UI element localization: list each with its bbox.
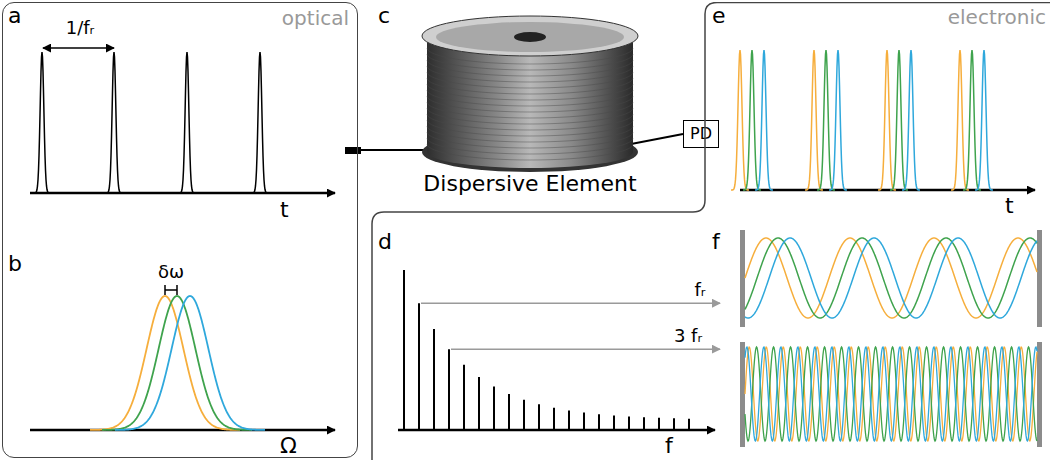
- rf-comb-line: [568, 410, 570, 430]
- electrical-pulse: [890, 50, 908, 190]
- node-label: PD: [690, 125, 712, 143]
- electrical-pulse: [829, 50, 847, 190]
- rf-comb-line: [553, 408, 555, 430]
- harmonic-arrow: [421, 302, 720, 304]
- harmonic-arrow: [451, 348, 720, 350]
- electrical-pulse: [805, 50, 823, 190]
- optical-panel: optical: [2, 2, 358, 458]
- fiber-winding: [427, 132, 633, 148]
- window-bar: [1037, 342, 1042, 447]
- axis-label: t: [280, 198, 289, 222]
- frequency-axis: [398, 429, 715, 432]
- node-label: electronic: [948, 6, 1046, 28]
- rf-comb-line: [673, 418, 675, 430]
- rf-comb-line: [658, 418, 660, 430]
- rf-comb-line: [448, 349, 450, 430]
- harmonic-wave: [745, 347, 1037, 441]
- harmonic-wave: [745, 347, 1037, 441]
- electrical-pulse: [975, 50, 993, 190]
- fiber-winding: [427, 72, 633, 88]
- delta-bracket: [165, 285, 177, 295]
- electrical-pulse: [878, 50, 896, 190]
- fiber-winding: [427, 108, 633, 124]
- period-arrow: [43, 47, 114, 49]
- rf-comb-line: [403, 270, 405, 430]
- period-label: 1/fᵣ: [66, 18, 95, 38]
- optical-pulse: [33, 52, 51, 193]
- electrical-pulse: [731, 50, 749, 190]
- fiber-winding: [427, 102, 633, 118]
- harmonic-label: fᵣ: [695, 280, 706, 300]
- panel-outline: [370, 2, 1050, 460]
- panel-letter: d: [378, 230, 392, 254]
- rf-comb-line: [508, 394, 510, 430]
- fiber-winding: [427, 66, 633, 82]
- window-bar: [1037, 230, 1042, 327]
- frequency-axis: [30, 429, 335, 432]
- fiber-winding: [427, 78, 633, 94]
- fiber-winding: [427, 120, 633, 136]
- rf-comb-line: [463, 365, 465, 430]
- fiber-winding: [427, 96, 633, 112]
- optical-pulse: [178, 52, 196, 193]
- photodiode-box: PD: [683, 120, 719, 148]
- node-label: optical: [282, 7, 349, 29]
- rf-comb-line: [493, 387, 495, 430]
- fiber-connector: [345, 147, 361, 154]
- rf-comb-line: [628, 416, 630, 430]
- component-label: Dispersive Element: [423, 172, 636, 196]
- panel-letter: a: [8, 4, 21, 28]
- bandwidth-label: δω: [158, 262, 184, 282]
- rf-comb-line: [433, 329, 435, 430]
- rf-comb-line: [613, 415, 615, 430]
- rf-comb-line: [538, 404, 540, 430]
- optical-pulse: [251, 52, 269, 193]
- electronic-panel: electronic: [370, 2, 1050, 460]
- panel-letter: f: [712, 230, 720, 254]
- electrical-pulse: [902, 50, 920, 190]
- pulse-spectrum: [115, 296, 265, 430]
- fiber-spool: [422, 16, 638, 172]
- fiber-winding: [427, 114, 633, 130]
- rf-comb-line: [523, 400, 525, 430]
- electrical-pulse: [755, 50, 773, 190]
- harmonic-wave: [745, 347, 1037, 441]
- electrical-pulse: [743, 50, 761, 190]
- fiber-winding: [427, 138, 633, 154]
- axis-label: Ω: [280, 434, 297, 458]
- window-bar: [740, 230, 745, 327]
- fiber-winding: [427, 126, 633, 142]
- rf-comb-line: [688, 419, 690, 430]
- electrical-pulse: [951, 50, 969, 190]
- electrical-pulse: [963, 50, 981, 190]
- rf-comb-line: [583, 413, 585, 430]
- axis-label: f: [665, 434, 673, 458]
- panel-letter: c: [378, 4, 390, 28]
- fundamental-wave: [745, 238, 1037, 318]
- fiber-winding: [427, 90, 633, 106]
- fundamental-wave: [745, 238, 1037, 318]
- window-bar: [740, 342, 745, 447]
- optical-pulse: [105, 52, 123, 193]
- fiber-winding: [427, 144, 633, 160]
- fiber-winding: [427, 84, 633, 100]
- fiber-winding: [427, 60, 633, 76]
- harmonic-label: 3 fᵣ: [674, 326, 702, 346]
- panel-letter: b: [8, 252, 22, 276]
- panel-letter: e: [712, 4, 726, 28]
- panel-border: [372, 3, 1050, 461]
- rf-comb-line: [598, 414, 600, 430]
- rf-comb-line: [478, 377, 480, 430]
- electrical-pulse: [817, 50, 835, 190]
- rf-comb-line: [643, 417, 645, 430]
- pulse-spectrum: [102, 296, 252, 430]
- time-axis: [30, 192, 335, 195]
- rf-comb-line: [418, 303, 420, 430]
- pulse-spectrum: [90, 296, 240, 430]
- axis-label: t: [1005, 194, 1014, 218]
- fundamental-wave: [745, 238, 1037, 318]
